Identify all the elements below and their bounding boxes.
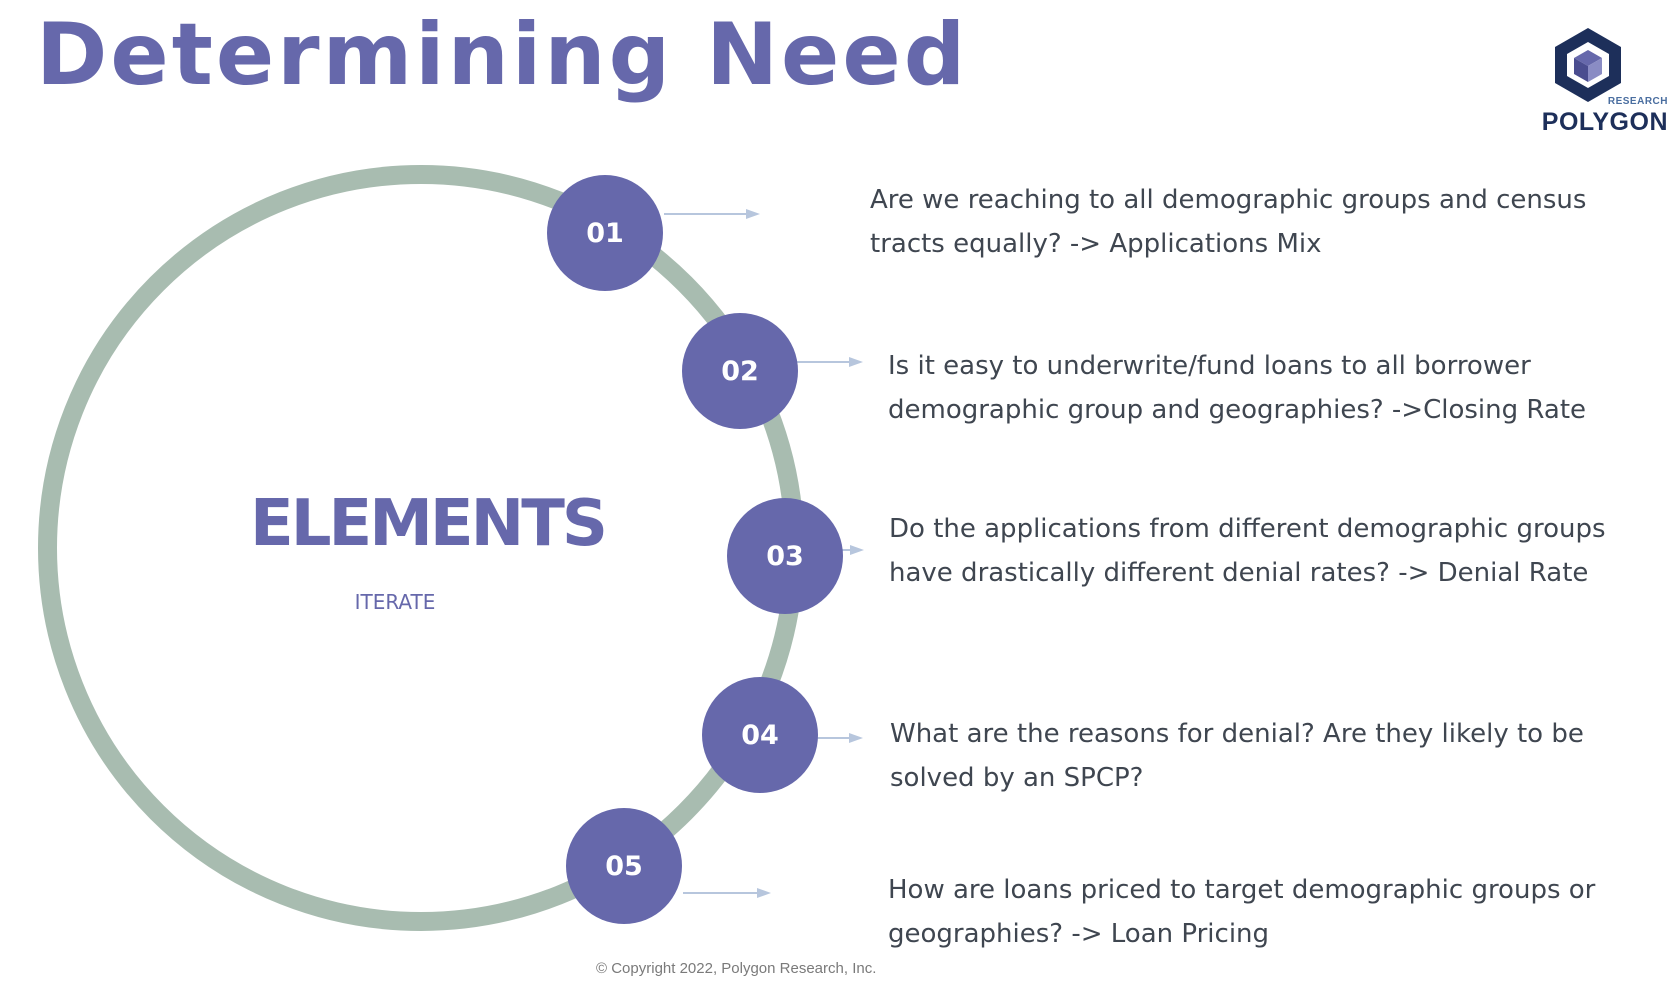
item-line: Is it easy to underwrite/fund loans to a… — [888, 351, 1531, 381]
item-arrow — [664, 209, 760, 219]
step-node-05: 05 — [566, 808, 682, 924]
logo-small-text: RESEARCH — [1607, 96, 1668, 107]
item-text-03: Do the applications from different demog… — [889, 507, 1606, 595]
step-node-04: 04 — [702, 677, 818, 793]
item-text-05: How are loans priced to target demograph… — [888, 868, 1595, 956]
item-line: Are we reaching to all demographic group… — [870, 185, 1587, 215]
center-subtitle: ITERATE — [354, 590, 436, 614]
step-node-02: 02 — [682, 313, 798, 429]
item-line: have drastically different denial rates?… — [889, 558, 1589, 588]
item-line: tracts equally? -> Applications Mix — [870, 229, 1322, 259]
item-line: solved by an SPCP? — [890, 763, 1144, 793]
page-title: Determining Need — [36, 5, 969, 105]
item-line: Do the applications from different demog… — [889, 514, 1606, 544]
item-arrow — [797, 357, 863, 367]
copyright-notice: © Copyright 2022, Polygon Research, Inc. — [596, 960, 877, 977]
polygon-logo: RESEARCH POLYGON — [1530, 20, 1670, 140]
step-node-03: 03 — [727, 498, 843, 614]
item-line: demographic group and geographies? ->Clo… — [888, 395, 1587, 425]
item-line: What are the reasons for denial? Are the… — [890, 719, 1584, 749]
center-title: ELEMENTS — [250, 487, 608, 561]
step-node-01: 01 — [547, 175, 663, 291]
item-line: How are loans priced to target demograph… — [888, 875, 1596, 905]
logo-wordmark: POLYGON — [1541, 108, 1668, 136]
item-text-02: Is it easy to underwrite/fund loans to a… — [888, 344, 1586, 432]
item-text-01: Are we reaching to all demographic group… — [870, 178, 1586, 266]
item-line: geographies? -> Loan Pricing — [888, 919, 1270, 949]
item-arrow — [817, 733, 863, 743]
polygon-hexagon-icon — [1555, 28, 1621, 102]
item-arrow — [841, 545, 864, 555]
item-arrow — [683, 888, 771, 898]
item-text-04: What are the reasons for denial? Are the… — [890, 712, 1584, 800]
